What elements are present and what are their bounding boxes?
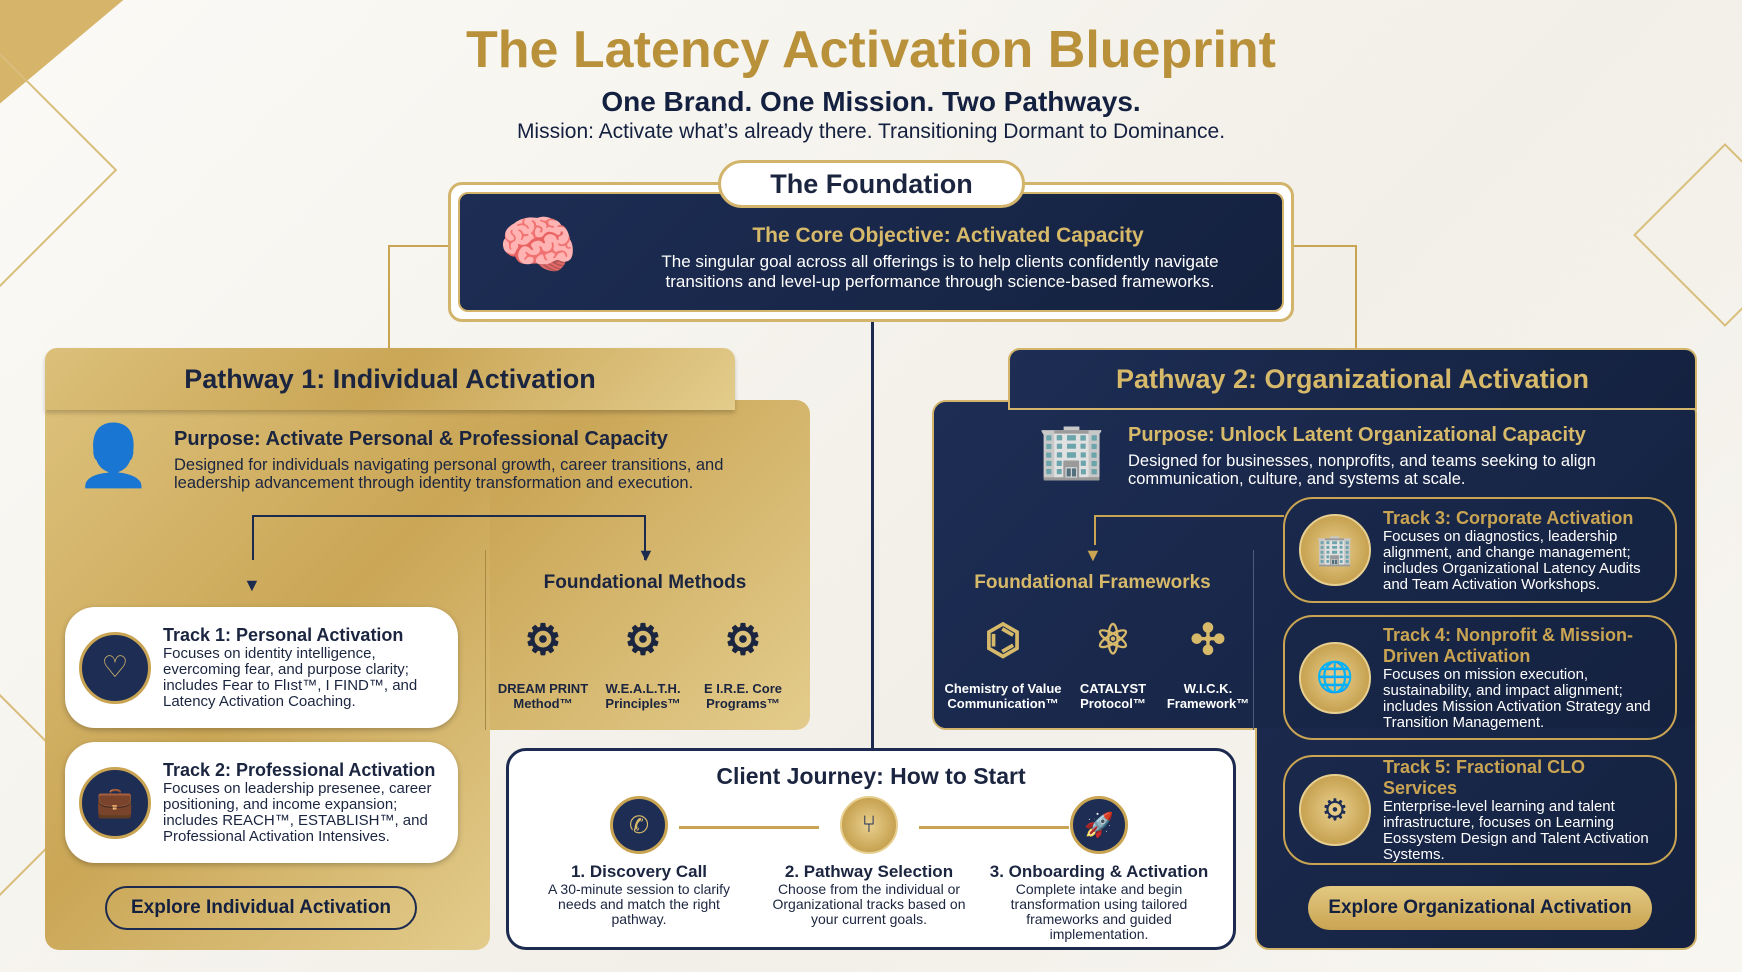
track-title: Track 3: Corporate Activation [1383,507,1634,528]
framework-item: ✣W.I.C.K.Framework™ [1158,603,1258,711]
mission-statement: Mission: Activate what’s already there. … [516,120,1226,143]
line-decoration [0,42,118,298]
track-text: Focuses on diagnostics, leadership align… [1383,527,1641,593]
method-item: ⚙W.E.A.L.T.H.Principles™ [593,603,693,711]
track4-card[interactable]: 🌐 Track 4: Nonprofit & Mission-Driven Ac… [1283,615,1677,740]
step-connector [679,826,819,829]
track-title: Track 1: Personal Activation [163,625,404,645]
connector [388,245,450,247]
core-objective-heading: The Core Objective: Activated Capacity [752,224,1144,247]
connector [1290,245,1356,247]
track-text: Focuses on identity intelligence, everco… [163,645,418,710]
rocket-icon: 🚀 [1070,796,1128,854]
phone-icon: ✆ [610,796,668,854]
line-decoration [1633,143,1742,327]
gear-money-hand-icon: ⚙ [624,615,662,663]
explore-organizational-button[interactable]: Explore Organizational Activation [1308,886,1652,930]
journey-title: Client Journey: How to Start [716,763,1026,789]
core-objective-text: The singular goal across all offerings i… [661,252,1219,291]
methods-title: Foundational Methods [543,572,747,593]
fork-arrows-icon: ⑂ [840,796,898,854]
atom-icon: ⚛ [1094,615,1132,663]
frameworks-title: Foundational Frameworks [974,572,1211,593]
globe-hand-icon: 🌐 [1299,641,1371,714]
subtitle: One Brand. One Mission. Two Pathways. [601,86,1141,117]
heart-target-icon: ♡ [79,631,151,704]
molecule-icon: ⌬ [984,615,1022,663]
track-title: Track 5: Fractional CLO Services [1383,757,1586,798]
connector [388,245,390,350]
track-title: Track 2: Professional Activation [163,760,436,780]
step-connector [919,826,1069,829]
brain-growth-icon: 🧠 [498,209,578,281]
track-text: Enterprise-level learning and talent inf… [1383,798,1649,863]
gear-brain-icon: ⚙ [524,615,562,663]
divider [1253,550,1254,730]
building-search-icon: 🏢 [1299,514,1371,586]
arrow-down-icon: ▼ [1084,545,1102,565]
briefcase-chart-icon: 💼 [79,766,151,839]
pathway2-purpose-title: Purpose: Unlock Latent Organizational Ca… [1128,424,1586,446]
branch-arrows [252,515,646,560]
explore-individual-button[interactable]: Explore Individual Activation [105,886,417,930]
pathway2-title: Pathway 2: Organizational Activation [1008,348,1697,410]
pathway1-purpose-title: Purpose: Activate Personal & Professiona… [174,428,668,450]
person-growth-icon: 👤 [76,422,151,489]
gear-icon: ⚙ [724,615,762,663]
divider [485,550,486,730]
arrow-down-icon: ▼ [243,575,261,595]
pathway2-purpose-text: Designed for businesses, nonprofits, and… [1128,452,1596,488]
track-title: Track 4: Nonprofit & Mission-Driven Acti… [1383,624,1634,666]
track-text: Focuses on leadership presenee, career p… [163,780,432,845]
connector [1355,245,1357,350]
pathway1-title: Pathway 1: Individual Activation [45,348,735,410]
head-gear-icon: ⚙ [1299,774,1371,846]
track-text: Focuses on mission execution, sustainabi… [1383,665,1651,731]
branch-connector [1094,515,1284,545]
page-title: The Latency Activation Blueprint [466,21,1276,79]
network-node-icon: ✣ [1190,615,1226,663]
foundation-tab: The Foundation [718,160,1025,208]
pathway1-purpose-text: Designed for individuals navigating pers… [174,456,724,492]
client-journey-panel: Client Journey: How to Start ✆1. Discove… [506,748,1236,950]
organization-network-icon: 🏢 [1038,421,1106,481]
center-connector [871,320,874,750]
arrow-down-icon: ▼ [637,545,655,565]
core-objective-panel: 🧠 The Core Objective: Activated Capacity… [458,192,1284,312]
